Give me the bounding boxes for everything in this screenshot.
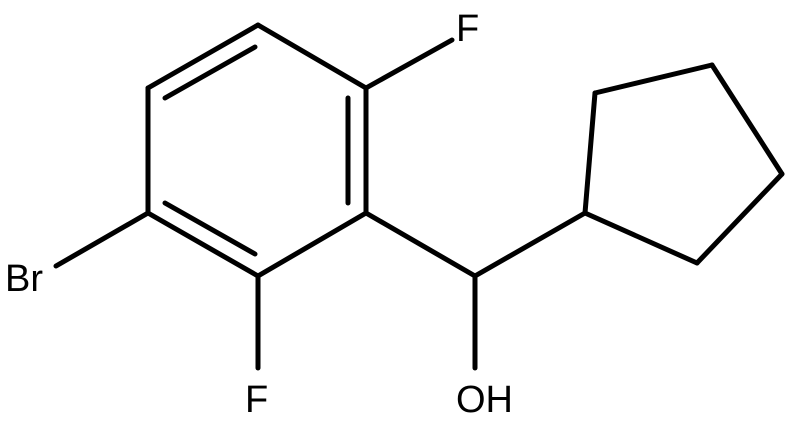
fluorine-top-label: F <box>456 8 479 50</box>
substituent-bonds <box>53 37 588 371</box>
bond-cp-5 <box>582 210 700 266</box>
bond-cp-2 <box>592 62 715 96</box>
bond-cp-1 <box>582 90 598 216</box>
bond-ring-upper-right <box>255 22 369 91</box>
cyclopentane-ring <box>582 62 785 266</box>
bond-c-br <box>53 210 151 269</box>
bond-ring-top <box>145 22 261 91</box>
bond-ring-top-inner <box>162 44 258 101</box>
bond-ring-lower-right <box>255 210 369 279</box>
bond-cp-4 <box>694 171 785 266</box>
benzene-ring <box>145 22 369 279</box>
atom-labels: F Br F OH <box>5 8 513 421</box>
bond-ring-lower-left-inner <box>162 200 258 257</box>
bond-cp-3 <box>709 62 785 177</box>
bond-ring-lower-left <box>145 210 261 279</box>
fluorine-bottom-label: F <box>245 379 268 421</box>
bromine-label: Br <box>5 258 43 300</box>
hydroxyl-label: OH <box>456 379 513 421</box>
bond-carbinol-cyclopentyl <box>472 210 588 279</box>
bond-c-f-top <box>363 37 455 91</box>
bond-ring-to-carbinol <box>363 210 478 279</box>
